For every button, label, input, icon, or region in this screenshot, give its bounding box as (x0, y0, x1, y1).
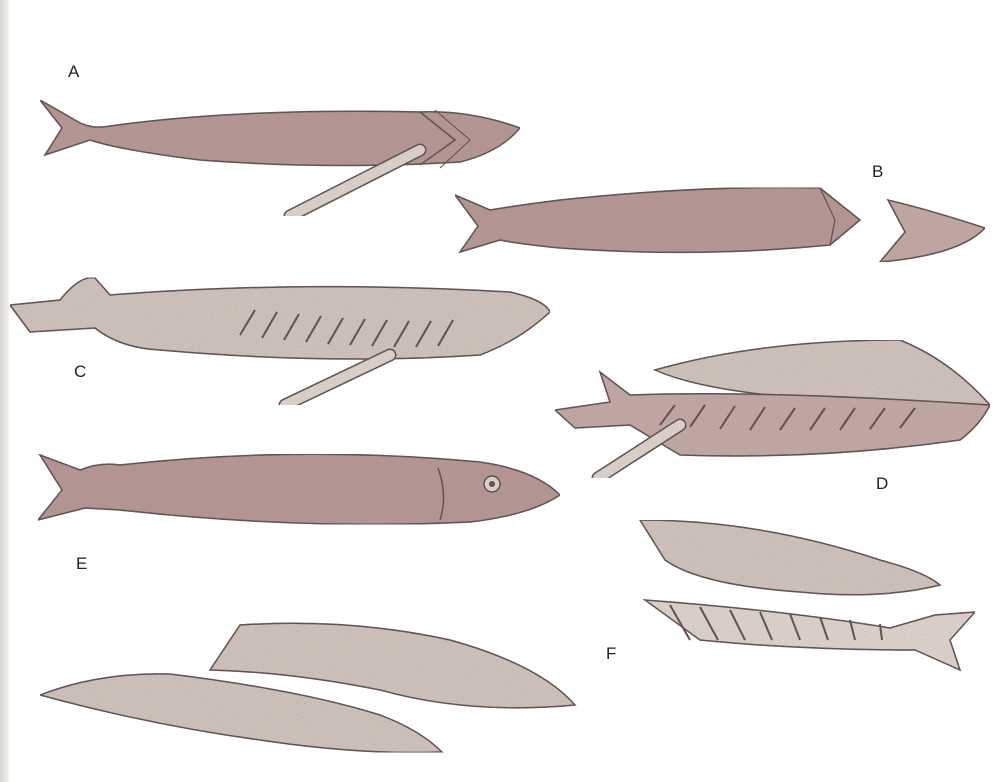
label-f: F (606, 644, 617, 664)
panel-f-fillets (40, 520, 975, 753)
label-d: D (876, 474, 889, 494)
label-b: B (872, 162, 884, 182)
label-c: C (74, 362, 87, 382)
panel-d-fish (555, 340, 990, 478)
panel-b-fish (455, 188, 985, 263)
label-e: E (76, 554, 88, 574)
panel-a-fish (40, 100, 520, 216)
label-a: A (68, 62, 80, 82)
panel-c-fish (10, 278, 550, 405)
panel-e-fish (38, 454, 560, 524)
